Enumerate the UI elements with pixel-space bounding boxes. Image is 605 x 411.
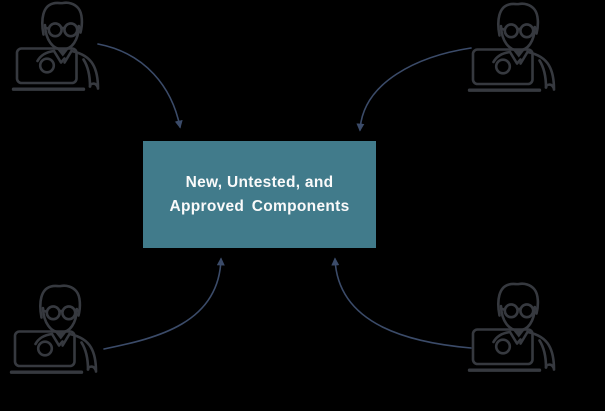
arrow-top-left-to-box [97,43,183,129]
developer-at-laptop-icon [10,0,110,94]
node-developer-top-left [10,0,110,94]
arrow-bottom-right-to-box [331,257,472,349]
node-developer-bottom-left [8,282,108,377]
developer-at-laptop-icon [466,280,566,375]
node-developer-top-right [466,0,566,95]
center-box: New, Untested, and Approved Components [143,141,376,248]
developer-at-laptop-icon [8,282,108,377]
node-developer-bottom-right [466,280,566,375]
center-box-label-line2: Approved Components [169,197,350,215]
arrow-bottom-left-to-box [103,257,225,350]
arrow-top-right-to-box [356,47,472,132]
center-box-label-line1: New, Untested, and [185,173,334,191]
developer-at-laptop-icon [466,0,566,95]
